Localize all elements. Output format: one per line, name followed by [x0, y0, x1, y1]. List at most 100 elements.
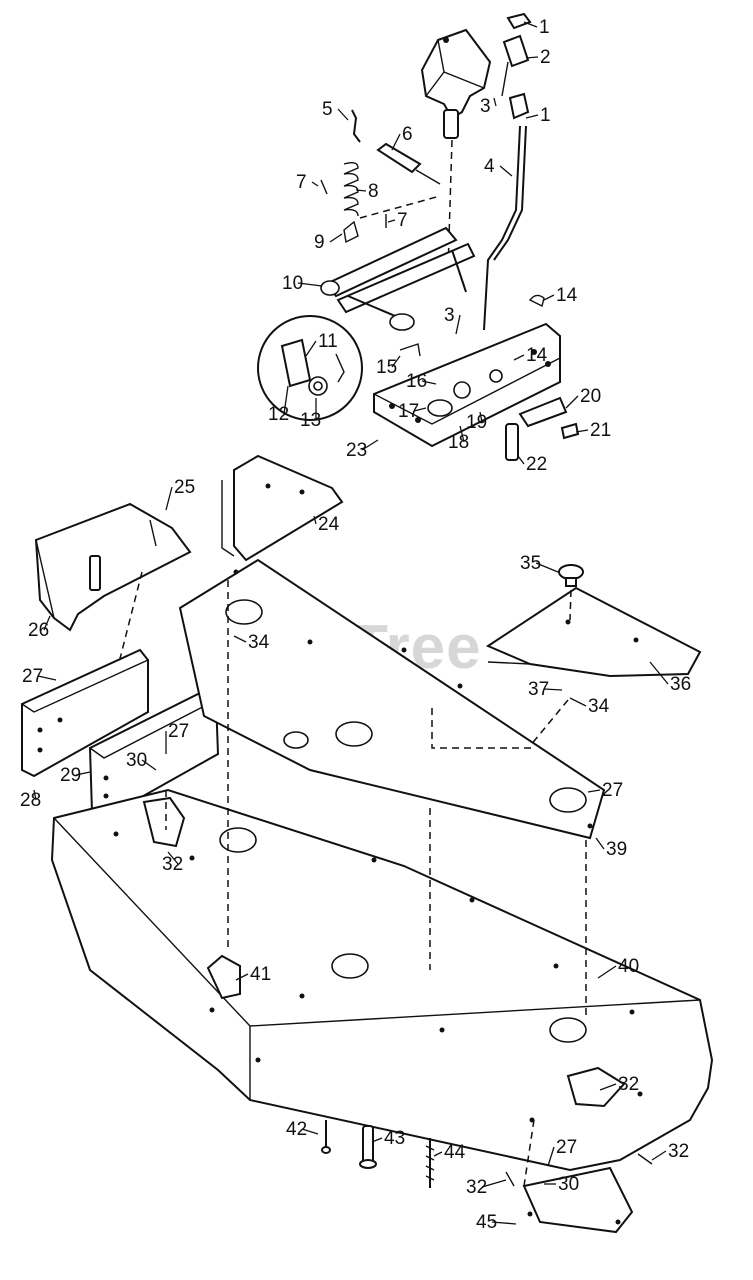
callout-leader: [649, 661, 669, 685]
callout-25: 25: [174, 477, 195, 498]
detail-view: [257, 315, 363, 421]
dash-35: [569, 589, 572, 621]
callout-26: 26: [28, 620, 49, 641]
callout-35: 35: [520, 553, 541, 574]
callout-44: 44: [444, 1142, 466, 1163]
callout-34: 34: [248, 632, 270, 653]
callout-17: 17: [398, 401, 419, 422]
control-rod: [483, 125, 521, 331]
bolt-32-left: [505, 1171, 515, 1187]
callout-leader: [305, 340, 317, 357]
pivot-bracket: [373, 322, 561, 448]
bolt-43: [359, 1125, 377, 1169]
callout-14: 14: [526, 345, 548, 366]
callout-7: 7: [296, 172, 307, 193]
deck-cover-plate: [178, 558, 606, 840]
belt-cover: [221, 454, 344, 562]
callout-23: 23: [346, 440, 367, 461]
callout-32: 32: [162, 854, 183, 875]
callout-leader: [513, 354, 525, 361]
mount-bracket-28: [21, 648, 149, 778]
bolt-15: [399, 343, 421, 357]
callout-leader: [535, 562, 559, 573]
callout-1: 1: [539, 17, 550, 38]
callout-39: 39: [606, 839, 627, 860]
bushing-22: [505, 423, 519, 461]
nut-14: [528, 294, 545, 308]
callout-leader: [455, 314, 461, 335]
callout-leader: [525, 114, 539, 119]
bolt-42: [321, 1120, 331, 1154]
callout-leader: [499, 165, 513, 177]
callout-42: 42: [286, 1119, 307, 1140]
callout-28: 28: [20, 790, 41, 811]
callout-leader: [569, 697, 587, 707]
callout-32: 32: [668, 1141, 689, 1162]
callout-leader: [33, 789, 37, 801]
callout-leader: [543, 688, 563, 691]
callout-27: 27: [168, 721, 189, 742]
callout-leader: [311, 181, 319, 187]
mower-deck: [50, 788, 714, 1172]
dash-36: [431, 708, 536, 749]
callout-leader: [37, 675, 57, 681]
callout-16: 16: [406, 371, 427, 392]
callout-27: 27: [22, 666, 43, 687]
callout-leader: [433, 1151, 443, 1157]
blade-plate-32: [566, 1066, 626, 1108]
linkage-clip-top: [501, 12, 532, 120]
callout-leader: [565, 395, 579, 409]
callout-30: 30: [558, 1174, 579, 1195]
callout-3: 3: [480, 96, 491, 117]
control-housing: [420, 28, 492, 139]
anti-scalp-41: [206, 954, 241, 1000]
callout-leader: [43, 615, 51, 631]
callout-leader: [525, 56, 539, 59]
side-shield-36: [485, 586, 702, 678]
callout-9: 9: [314, 232, 325, 253]
callout-leader: [575, 429, 589, 433]
callout-leader: [297, 282, 323, 287]
callout-leader: [301, 1128, 319, 1135]
callout-leader: [165, 486, 173, 511]
callout-leader: [517, 455, 525, 465]
callout-leader: [481, 1179, 507, 1188]
callout-leader: [479, 411, 483, 423]
callout-20: 20: [580, 386, 601, 407]
blade-plate-32b: [142, 796, 186, 848]
bracket-9: [343, 220, 359, 244]
callout-leader: [587, 789, 601, 793]
callout-leader: [387, 219, 396, 223]
callout-leader: [233, 635, 247, 643]
assembly-line: [447, 139, 453, 271]
callout-21: 21: [590, 420, 611, 441]
callout-1: 1: [540, 105, 551, 126]
callout-32: 32: [466, 1177, 487, 1198]
callout-leader: [141, 759, 157, 771]
callout-37: 37: [528, 679, 549, 700]
callout-leader: [391, 355, 401, 368]
callout-leader: [459, 425, 465, 443]
callout-leader: [313, 515, 317, 525]
callout-leader: [493, 97, 497, 107]
callout-27: 27: [602, 780, 623, 801]
callout-8: 8: [368, 181, 379, 202]
callout-34: 34: [588, 696, 610, 717]
plate-20: [518, 396, 568, 428]
callout-leader: [599, 1083, 617, 1091]
callout-leader: [597, 965, 617, 979]
control-rod-edge: [493, 125, 527, 261]
callout-leader: [651, 1150, 667, 1161]
callout-leader: [361, 439, 379, 451]
callout-29: 29: [60, 765, 81, 786]
callout-5: 5: [322, 99, 333, 120]
callout-2: 2: [540, 47, 551, 68]
knob-35: [558, 564, 584, 587]
callout-15: 15: [376, 357, 397, 378]
callout-30: 30: [126, 750, 147, 771]
callout-leader: [547, 1146, 555, 1167]
callout-13: 13: [300, 410, 321, 431]
callout-14: 14: [556, 285, 578, 306]
callout-45: 45: [476, 1212, 497, 1233]
callout-leader: [167, 851, 179, 865]
